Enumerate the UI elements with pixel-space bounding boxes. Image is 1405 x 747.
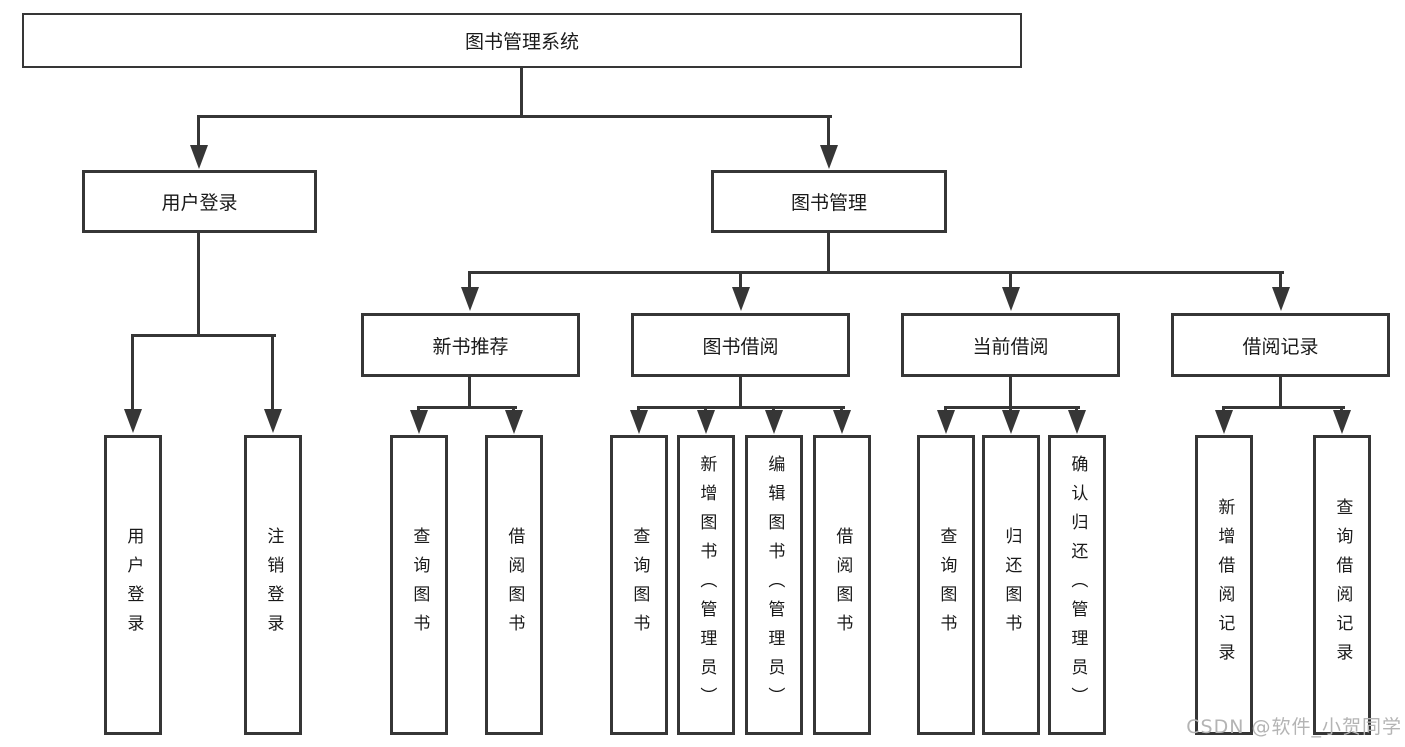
node-user-login: 用户登录: [82, 170, 317, 233]
leaf-borrow-books: 借阅图书: [813, 435, 871, 735]
node-borrow-records-label: 借阅记录: [1242, 335, 1319, 358]
node-current-borrow-label: 当前借阅: [972, 335, 1049, 358]
leaf-return-books-label: 归还图书: [1001, 527, 1022, 643]
node-root: 图书管理系统: [22, 13, 1022, 68]
arrowhead-leaf: [264, 409, 282, 433]
node-new-book-recommend: 新书推荐: [361, 313, 580, 377]
leaf-query-borrow-record-label: 查询借阅记录: [1332, 498, 1353, 672]
leaf-borrow-books-label: 借阅图书: [832, 527, 853, 643]
leaf-return-books: 归还图书: [982, 435, 1040, 735]
connector-bookborrow-stem: [739, 377, 742, 409]
leaf-add-borrow-record: 新增借阅记录: [1195, 435, 1253, 735]
leaf-add-books-admin: 新增图书（管理员）: [677, 435, 735, 735]
leaf-query-books-borrow: 查询图书: [610, 435, 668, 735]
arrowhead-leaf: [833, 410, 851, 434]
connector-leaf-drop: [131, 334, 134, 412]
node-new-book-recommend-label: 新书推荐: [432, 335, 509, 358]
connector-book-mgmt-stem: [827, 233, 830, 274]
arrowhead-level3: [1272, 287, 1290, 311]
leaf-add-borrow-record-label: 新增借阅记录: [1214, 498, 1235, 672]
leaf-logout-label: 注销登录: [263, 527, 284, 643]
connector-level3-drop: [468, 271, 471, 290]
leaf-edit-books-admin-label: 编辑图书（管理员）: [764, 454, 785, 716]
arrowhead-leaf: [697, 410, 715, 434]
node-book-management: 图书管理: [711, 170, 947, 233]
connector-book-mgmt-drop: [827, 115, 830, 147]
arrowhead-leaf: [937, 410, 955, 434]
connector-user-login-drop: [197, 115, 200, 147]
watermark: CSDN @软件_小贺同学: [1186, 716, 1402, 738]
node-book-management-label: 图书管理: [790, 192, 867, 214]
connector-level3-drop: [739, 271, 742, 290]
arrowhead-level3: [1002, 287, 1020, 311]
leaf-edit-books-admin: 编辑图书（管理员）: [745, 435, 803, 735]
leaf-query-books-current: 查询图书: [917, 435, 975, 735]
node-user-login-label: 用户登录: [161, 192, 238, 214]
connector-level3-drop: [1009, 271, 1012, 290]
leaf-borrow-books-newbook: 借阅图书: [485, 435, 543, 735]
arrowhead-leaf: [124, 409, 142, 433]
arrowhead-leaf: [1333, 410, 1351, 434]
node-current-borrow: 当前借阅: [901, 313, 1120, 377]
leaf-user-login: 用户登录: [104, 435, 162, 735]
connector-currentborrow-stem: [1009, 377, 1012, 409]
leaf-query-books-borrow-label: 查询图书: [629, 527, 650, 643]
leaf-confirm-return-admin-label: 确认归还（管理员）: [1067, 454, 1088, 716]
connector-level3-bus: [468, 271, 1284, 274]
node-book-borrow: 图书借阅: [631, 313, 850, 377]
connector-user-login-bus: [131, 334, 276, 337]
connector-borrowrecord-stem: [1279, 377, 1282, 409]
arrowhead-leaf: [630, 410, 648, 434]
leaf-logout: 注销登录: [244, 435, 302, 735]
connector-borrowrecord-bus: [1222, 406, 1345, 409]
connector-user-login-stem: [197, 233, 200, 337]
arrowhead-leaf: [1068, 410, 1086, 434]
arrowhead-leaf: [1215, 410, 1233, 434]
leaf-confirm-return-admin: 确认归还（管理员）: [1048, 435, 1106, 735]
arrowhead-leaf: [1002, 410, 1020, 434]
node-borrow-records: 借阅记录: [1171, 313, 1390, 377]
leaf-borrow-books-newbook-label: 借阅图书: [504, 527, 525, 643]
leaf-query-books-current-label: 查询图书: [936, 527, 957, 643]
connector-bookborrow-bus: [637, 406, 845, 409]
node-book-borrow-label: 图书借阅: [702, 335, 779, 358]
arrowhead-level3: [732, 287, 750, 311]
leaf-add-books-admin-label: 新增图书（管理员）: [696, 454, 717, 716]
connector-level3-drop: [1279, 271, 1282, 290]
arrowhead-level3: [461, 287, 479, 311]
arrowhead-leaf: [765, 410, 783, 434]
leaf-user-login-label: 用户登录: [123, 527, 144, 643]
arrowhead-user-login: [190, 145, 208, 169]
connector-leaf-drop: [271, 334, 274, 412]
arrowhead-leaf: [410, 410, 428, 434]
leaf-query-books-newbook: 查询图书: [390, 435, 448, 735]
leaf-query-books-newbook-label: 查询图书: [409, 527, 430, 643]
connector-level2-bus: [197, 115, 832, 118]
node-root-label: 图书管理系统: [464, 31, 579, 53]
arrowhead-leaf: [505, 410, 523, 434]
connector-currentborrow-bus: [944, 406, 1080, 409]
arrowhead-book-mgmt: [820, 145, 838, 169]
connector-newbook-bus: [417, 406, 517, 409]
leaf-query-borrow-record: 查询借阅记录: [1313, 435, 1371, 735]
connector-newbook-stem: [468, 377, 471, 409]
connector-root-stem: [520, 66, 523, 117]
